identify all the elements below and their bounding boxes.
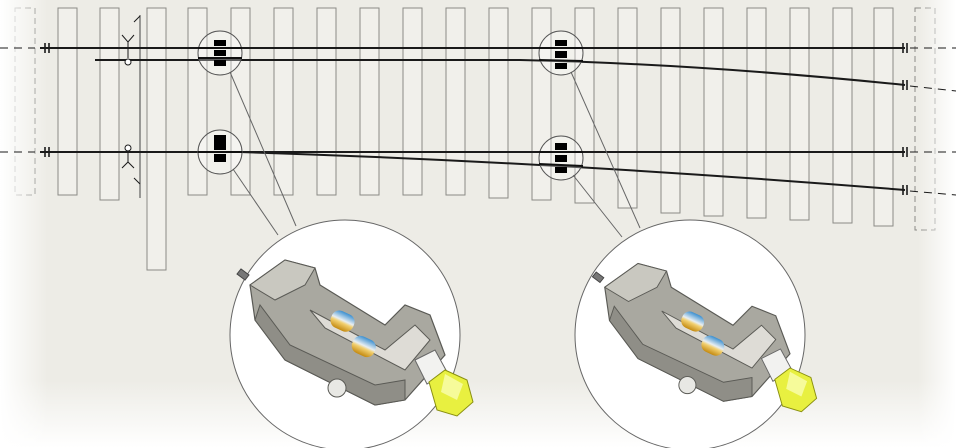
sensor-markers (197, 30, 584, 181)
rails (0, 15, 956, 196)
switch-linkage (121, 15, 141, 185)
detail-view-right (574, 219, 818, 448)
callout-lines (229, 71, 641, 238)
rail-insulated-joints (44, 43, 908, 195)
sensor-marker-2 (197, 129, 243, 175)
sensor-marker-1 (197, 30, 243, 76)
detail-view-left (229, 219, 474, 448)
sensor-marker-3 (538, 30, 584, 76)
sensor-marker-4 (538, 135, 584, 181)
